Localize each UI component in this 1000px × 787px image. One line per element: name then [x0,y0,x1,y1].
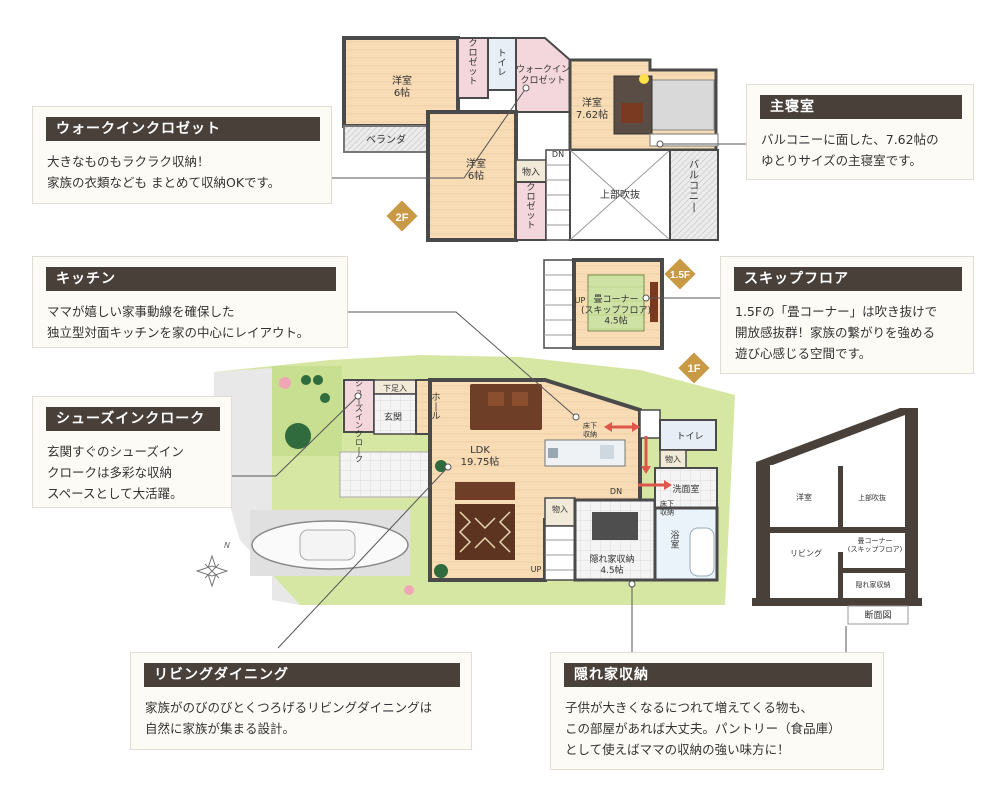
room-label-shoes-in-cloak: シュ|ズインクロ|ク [355,379,363,464]
callout-title-kitchen: キッチン [46,267,336,291]
floor-15f: 1.5F 畳コーナー(スキップフロア)4.5帖 UP [543,258,696,350]
section-label-living: リビング [790,548,822,558]
section-caption: 断面図 [864,609,891,621]
room-label-genkan: 玄関 [384,411,402,423]
section-label-kakurega: 隠れ家収納 [856,580,891,589]
callout-body-living: 家族がのびのびとくつろげるリビングダイニングは 自然に家族が集まる設計。 [145,700,433,736]
room-label-walkin-closet: ウォークインクロゼット [516,64,570,86]
callout-living-dining: リビングダイニング 家族がのびのびとくつろげるリビングダイニングは 自然に家族が… [130,652,472,750]
callout-title-walkin: ウォークインクロゼット [46,117,320,141]
callout-body-walkin: 大きなものもラクラク収納！ 家族の衣類なども まとめて収納OKです。 [47,154,281,190]
room-label-monoire-1f-b: 物入 [552,504,568,514]
leader-lines [232,84,847,652]
stair-label-up-15f: UP [575,296,586,305]
floor-label-2f: 2F [396,212,409,224]
callout-title-living: リビングダイニング [144,663,460,687]
room-label-hall: ホ|ル [431,392,440,422]
room-label-fukinuke-2f: 上部吹抜 [600,188,640,201]
room-label-monoire-2f: 物入 [522,166,540,178]
callout-kakurega: 隠れ家収納 子供が大きくなるにつれて増えてくる物も、 この部屋があれば大丈夫。パ… [550,652,884,770]
callout-kitchen: キッチン ママが嬉しい家事動線を確保した 独立型対面キッチンを家の中心にレイアウ… [32,256,348,348]
callout-master-bedroom: 主寝室 バルコニーに面した、7.62帖の ゆとりサイズの主寝室です。 [746,84,974,180]
room-label-yukashita-1: 床下収納 [583,421,597,438]
callout-walkin-closet: ウォークインクロゼット 大きなものもラクラク収納！ 家族の衣類なども まとめて収… [32,106,332,204]
stair-label-up-1f: UP [531,565,542,574]
section-label-yoshitsu: 洋室 [796,492,812,502]
callout-skip-floor: スキップフロア 1.5Fの「畳コーナー」は吹き抜けで 開放感抜群！家族の繋がりを… [720,256,974,374]
compass-icon [195,554,229,588]
room-label-getabako: 下足入 [383,384,407,393]
room-label-senmen: 洗面室 [672,483,699,495]
svg-text:N: N [224,541,230,550]
room-label-balcony: バルコニ| [689,159,699,213]
callout-body-kitchen: ママが嬉しい家事動線を確保した 独立型対面キッチンを家の中心にレイアウト。 [47,304,310,340]
callout-body-kakurega: 子供が大きくなるにつれて増えてくる物も、 この部屋があれば大丈夫。パントリー（食… [565,700,841,757]
callout-title-shoes: シューズインクローク [46,407,220,431]
room-label-closet-a: クロゼット [468,38,477,87]
room-label-closet-b: クロゼット [526,182,535,231]
callout-shoes-in-cloak: シューズインクローク 玄関すぐのシューズイン クロークは多彩な収納 スペースとし… [32,396,232,508]
room-label-monoire-1f-a: 物入 [665,454,681,464]
floor-label-15f: 1.5F [670,270,690,281]
callout-body-master: バルコニーに面した、7.62帖の ゆとりサイズの主寝室です。 [761,132,939,168]
section-label-fukinuke: 上部吹抜 [858,493,886,502]
callout-body-shoes: 玄関すぐのシューズイン クロークは多彩な収納 スペースとして大活躍。 [47,444,184,501]
room-label-toilet-1f: トイレ [676,432,703,442]
callout-body-skip: 1.5Fの「畳コーナー」は吹き抜けで 開放感抜群！家族の繋がりを強める 遊び心感… [735,304,938,361]
section-label-tatami: 畳コーナー(スキップフロア) [848,537,903,553]
floor-label-1f: 1F [688,363,701,375]
section-diagram: 断面図 洋室 上部吹抜 畳コーナー(スキップフロア) リビング 隠れ家収納 [752,408,922,625]
stair-label-dn-1f: DN [610,487,622,496]
stair-label-dn-2f: DN [552,150,564,159]
callout-title-kakurega: 隠れ家収納 [564,663,872,687]
room-label-yukashita-2: 床下収納 [660,499,674,516]
callout-title-master: 主寝室 [760,95,962,119]
callout-title-skip: スキップフロア [734,267,962,291]
room-label-yoku: 浴室 [670,530,679,550]
room-label-tatami-corner: 畳コーナー(スキップフロア)4.5帖 [581,294,651,327]
room-label-veranda: ベランダ [366,133,406,146]
room-label-toilet-2f: トイレ [497,49,506,78]
